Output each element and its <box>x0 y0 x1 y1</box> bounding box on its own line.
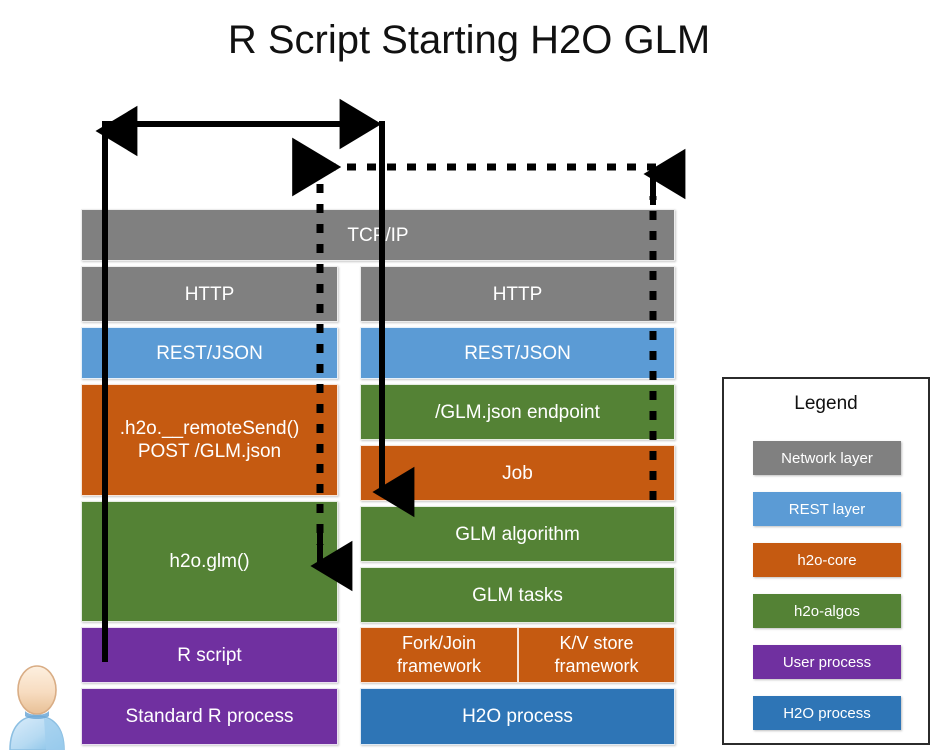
legend-item-h2o-algos: h2o-algos <box>753 594 901 628</box>
shared-layer-tcpip: TCP/IP <box>81 209 675 261</box>
user-avatar-icon <box>9 665 65 750</box>
legend-item-network-layer: Network layer <box>753 441 901 475</box>
legend-item-label: h2o-algos <box>794 602 860 620</box>
legend-panel: Legend Network layer REST layer h2o-core… <box>722 377 930 745</box>
left-row-h2o-glm: h2o.glm() <box>81 501 338 622</box>
legend-item-h2o-process: H2O process <box>753 696 901 730</box>
legend-item-label: REST layer <box>788 500 866 518</box>
legend-item-label: H2O process <box>783 704 871 722</box>
legend-item-h2o-core: h2o-core <box>753 543 901 577</box>
right-row-h2o-process: H2O process <box>360 688 675 745</box>
left-row-standard-r-process: Standard R process <box>81 688 338 745</box>
legend-item-label: Network layer <box>781 449 873 467</box>
legend-item-label: User process <box>782 653 872 671</box>
right-row-job: Job <box>360 445 675 501</box>
legend-item-label: h2o-core <box>797 551 857 569</box>
left-row-http: HTTP <box>81 266 338 322</box>
legend-title: Legend <box>794 393 858 414</box>
left-row-rest-json: REST/JSON <box>81 327 338 379</box>
page-title: R Script Starting H2O GLM <box>227 18 711 62</box>
left-row-r-script: R script <box>81 627 338 683</box>
right-row-glm-algorithm: GLM algorithm <box>360 506 675 562</box>
legend-item-rest-layer: REST layer <box>753 492 901 526</box>
right-row-glm-tasks: GLM tasks <box>360 567 675 623</box>
right-row-kv-store-framework: K/V store framework <box>518 627 675 683</box>
right-row-rest-json: REST/JSON <box>360 327 675 379</box>
left-row-remotesend: .h2o.__remoteSend() POST /GLM.json <box>81 384 338 496</box>
right-row-fork-join-framework: Fork/Join framework <box>360 627 518 683</box>
legend-item-user-process: User process <box>753 645 901 679</box>
right-row-http: HTTP <box>360 266 675 322</box>
right-row-glm-endpoint: /GLM.json endpoint <box>360 384 675 440</box>
